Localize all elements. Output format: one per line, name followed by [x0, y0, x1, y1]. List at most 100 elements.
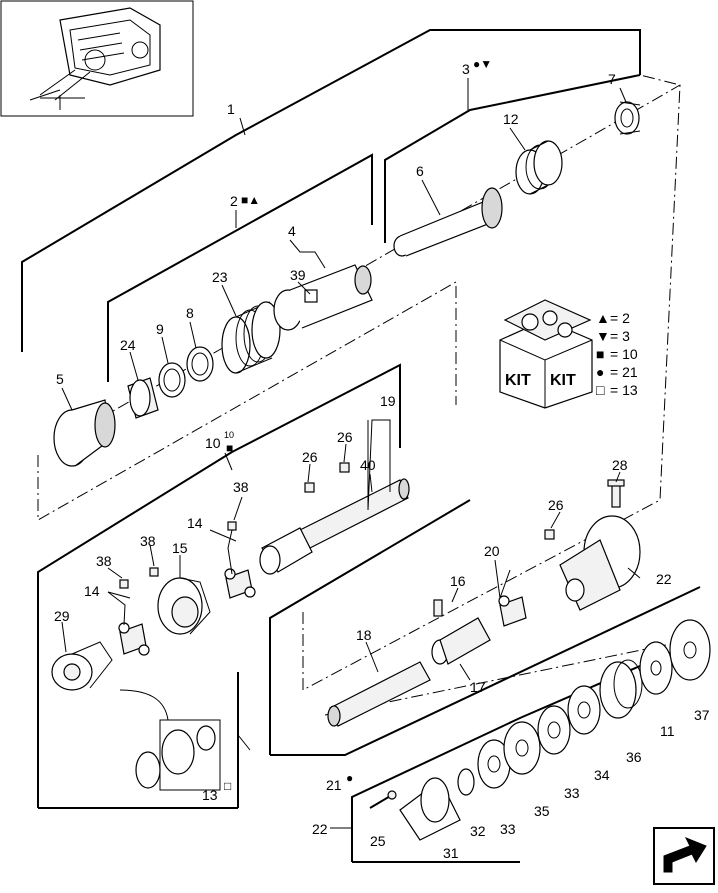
part-11-plate: [639, 641, 673, 695]
callout-36[interactable]: 36: [626, 749, 642, 765]
callout-21[interactable]: 21: [326, 777, 342, 793]
callout-1[interactable]: 1: [227, 101, 235, 117]
kit-box-label-1: KIT: [505, 372, 531, 389]
part-4-shield-tube: [273, 264, 373, 331]
callout-19[interactable]: 19: [380, 393, 396, 409]
callout-35[interactable]: 35: [534, 803, 550, 819]
callout-38-a[interactable]: 38: [233, 479, 249, 495]
callout-9[interactable]: 9: [156, 321, 164, 337]
part-28-bolt: [607, 479, 625, 508]
part-14-cross-lower: [118, 622, 150, 656]
part-38-fitting-a: [227, 521, 237, 531]
part-33-disc-a: [477, 739, 511, 789]
kit-box-illustration: KIT KIT: [499, 299, 593, 409]
callout-21-symbol: ●: [346, 771, 353, 785]
callout-13[interactable]: 13: [202, 787, 218, 803]
callout-7[interactable]: 7: [608, 71, 616, 87]
callout-33-a[interactable]: 33: [500, 821, 516, 837]
legend-text-3: = 10: [610, 346, 638, 362]
part-upper-yoke: [259, 527, 313, 575]
part-23-bellows: [221, 301, 281, 374]
part-20-cross: [498, 595, 527, 627]
callout-39[interactable]: 39: [290, 267, 306, 283]
callout-31[interactable]: 31: [443, 845, 459, 861]
callout-4[interactable]: 4: [288, 223, 296, 239]
part-26-fitting-b: [339, 462, 350, 473]
callout-26-a[interactable]: 26: [302, 449, 318, 465]
kit-legend: ▲ = 2 ▼ = 3 ■ = 10 ● = 21 □ = 13: [596, 310, 638, 398]
part-18-inner-tube: [327, 661, 431, 727]
callout-13-symbol: □: [224, 779, 231, 793]
callout-5[interactable]: 5: [56, 371, 64, 387]
callouts: 1 2 ■▲ 3 ●▼ 4 5 6 7 8 9 10 10 ■ 11 12 13…: [54, 57, 710, 861]
callout-3-symbols: ●▼: [473, 57, 492, 71]
callout-11[interactable]: 11: [660, 723, 675, 739]
callout-38-c[interactable]: 38: [96, 553, 112, 569]
callout-22-upper[interactable]: 22: [656, 571, 672, 587]
part-38-fitting-b: [149, 567, 159, 577]
callout-24[interactable]: 24: [120, 337, 136, 353]
legend-text-2: = 3: [610, 328, 630, 344]
callout-22-lower[interactable]: 22: [312, 821, 328, 837]
part-38-fitting-c: [119, 579, 129, 589]
callout-15[interactable]: 15: [172, 540, 188, 556]
callout-10[interactable]: 10: [205, 435, 221, 451]
part-5-shield-cup: [53, 399, 116, 467]
part-7-bearing-ring: [614, 101, 641, 135]
part-19-shaft: [299, 478, 410, 549]
callout-32[interactable]: 32: [470, 823, 486, 839]
part-17-inner-yoke: [431, 617, 491, 665]
next-page-arrow-icon: [663, 837, 707, 873]
callout-40[interactable]: 40: [360, 457, 376, 473]
callout-23[interactable]: 23: [212, 269, 228, 285]
callout-29[interactable]: 29: [54, 608, 70, 624]
next-page-button[interactable]: [653, 827, 715, 885]
part-22-yoke-flange: [559, 515, 641, 611]
callout-20[interactable]: 20: [484, 543, 500, 559]
part-14-cross-upper: [224, 568, 256, 599]
callout-2[interactable]: 2: [230, 193, 238, 209]
legend-text-5: = 13: [610, 382, 638, 398]
part-32-ring: [457, 768, 475, 796]
callout-26-b[interactable]: 26: [337, 429, 353, 445]
callout-6[interactable]: 6: [416, 163, 424, 179]
callout-2-symbols: ■▲: [241, 193, 260, 207]
callout-12[interactable]: 12: [503, 111, 519, 127]
group-outline-3: [384, 74, 641, 243]
group-outline-2: [107, 153, 373, 382]
legend-symbol-2: ▼: [596, 328, 610, 344]
callout-37[interactable]: 37: [694, 707, 710, 723]
legend-text-4: = 21: [610, 364, 638, 380]
callout-14-lower[interactable]: 14: [84, 583, 100, 599]
part-26-fitting-c: [544, 529, 555, 540]
callout-10-sup: 10: [224, 430, 234, 440]
part-33-disc-b: [537, 705, 571, 755]
callout-8[interactable]: 8: [186, 305, 194, 321]
part-26-fitting-a: [304, 482, 315, 493]
group-outline-21: [269, 499, 701, 756]
legend-text-1: = 2: [610, 310, 630, 326]
callout-17[interactable]: 17: [470, 679, 486, 695]
callout-3[interactable]: 3: [462, 61, 470, 77]
kit-box-label-2: KIT: [550, 372, 576, 389]
leader-lines: [61, 78, 641, 751]
callout-25[interactable]: 25: [370, 833, 386, 849]
callout-14-upper[interactable]: 14: [187, 515, 203, 531]
callout-38-b[interactable]: 38: [140, 533, 156, 549]
part-24-bearing-ring: [127, 377, 159, 419]
part-29-clutch: [51, 641, 113, 691]
callout-26-c[interactable]: 26: [548, 497, 564, 513]
part-8-ring: [186, 346, 214, 382]
callout-34[interactable]: 34: [594, 767, 610, 783]
legend-symbol-5: □: [596, 382, 605, 398]
callout-16[interactable]: 16: [450, 573, 466, 589]
callout-18[interactable]: 18: [356, 627, 372, 643]
part-9-ring: [158, 362, 186, 398]
part-25-bolt: [369, 790, 397, 809]
callout-28[interactable]: 28: [612, 457, 628, 473]
part-13-detail: [119, 689, 221, 791]
part-6-shield-tube: [393, 187, 503, 257]
part-31-flange-yoke: [399, 777, 461, 841]
callout-33-b[interactable]: 33: [564, 785, 580, 801]
